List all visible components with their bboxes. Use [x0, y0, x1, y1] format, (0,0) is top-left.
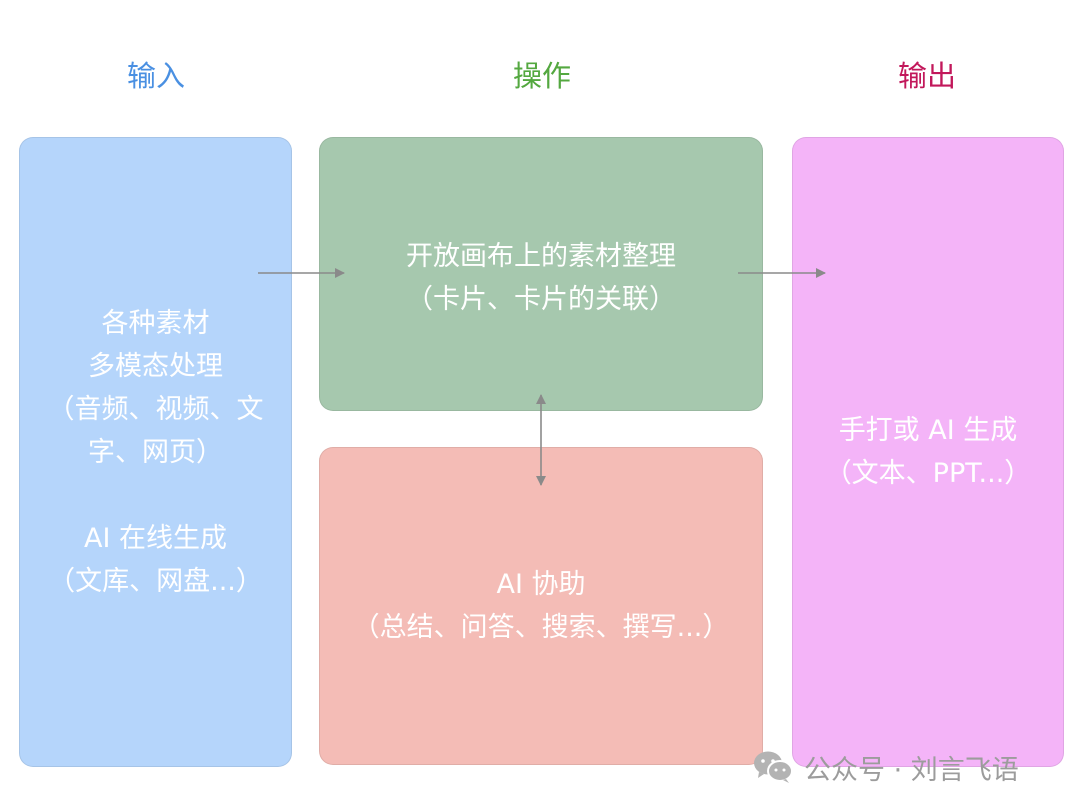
canvas-organize-text: 开放画布上的素材整理 （卡片、卡片的关联）	[406, 241, 676, 315]
watermark: 公众号 · 刘言飞语	[752, 745, 1019, 789]
input-box-text: 各种素材 多模态处理 （音频、视频、文 字、网页） AI 在线生成 （文库、网盘…	[47, 307, 264, 597]
ai-assist-box: AI 协助 （总结、问答、搜索、撰写...）	[319, 447, 763, 765]
canvas-organize-box: 开放画布上的素材整理 （卡片、卡片的关联）	[319, 137, 763, 411]
wechat-icon	[754, 751, 793, 783]
output-box: 手打或 AI 生成 （文本、PPT...）	[792, 137, 1064, 767]
ai-assist-text: AI 协助 （总结、问答、搜索、撰写...）	[352, 569, 730, 643]
output-box-text: 手打或 AI 生成 （文本、PPT...）	[824, 415, 1032, 489]
watermark-text: 公众号 · 刘言飞语	[804, 754, 1019, 786]
heading-operation: 操作	[512, 59, 571, 93]
heading-output: 输出	[897, 59, 956, 93]
heading-input: 输入	[126, 59, 185, 93]
input-box: 各种素材 多模态处理 （音频、视频、文 字、网页） AI 在线生成 （文库、网盘…	[19, 137, 292, 767]
